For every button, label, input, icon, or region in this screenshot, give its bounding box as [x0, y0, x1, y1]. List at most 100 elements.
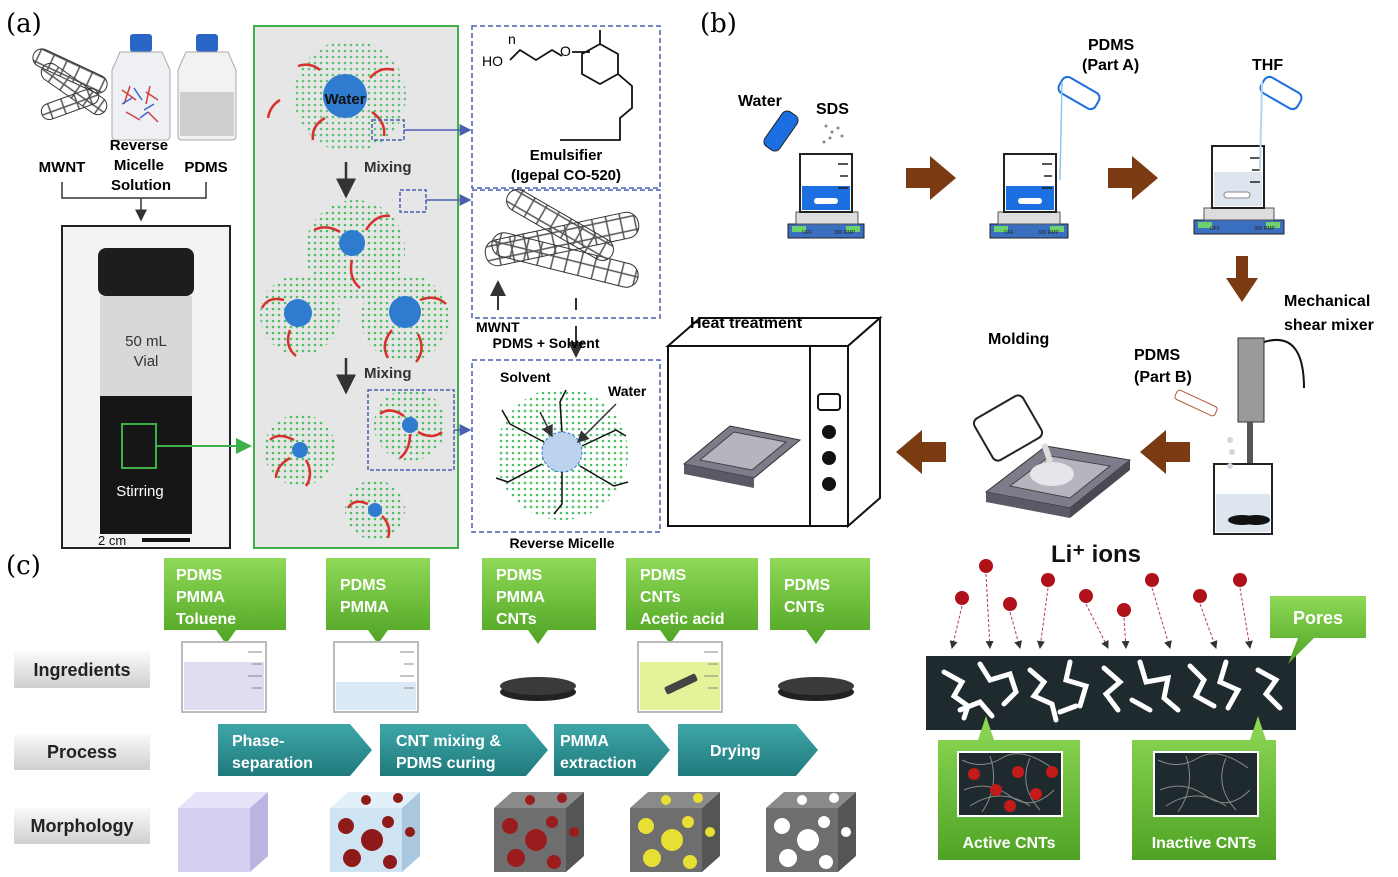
stirrer-off-2: OFF	[1004, 230, 1014, 236]
igepal-label: (Igepal CO-520)	[511, 167, 621, 184]
ingredient-4-3: Acetic acid	[640, 611, 724, 628]
process-step-4: Drying	[678, 724, 818, 776]
ingredient-1-2: PMMA	[176, 589, 225, 606]
process-1-line-1: Phase-	[232, 733, 284, 750]
pdms-part-b-label-1: PDMS	[1134, 347, 1181, 364]
molding-mold	[972, 394, 1132, 518]
mwnt-box-label: MWNT	[476, 319, 520, 335]
stirring-label: Stirring	[116, 483, 164, 500]
panel-c-letter: (c)	[6, 551, 41, 581]
svg-text:PDMS PMMA: PDMS PMMA	[340, 577, 391, 616]
svg-text:Phase- separation: Phase- separation	[232, 733, 313, 772]
ingredient-3-2: PMMA	[496, 589, 545, 606]
mixing-label-1: Mixing	[364, 159, 412, 176]
beaker-step-3	[1193, 75, 1303, 235]
flow-arrow-2	[1108, 156, 1158, 200]
ingredient-box-2: PDMS PMMA	[326, 558, 430, 644]
svg-text:PDMS CNTs Acet: PDMS CNTs Acetic acid	[640, 567, 724, 628]
pdms-part-b-label-2: (Part B)	[1134, 369, 1192, 386]
process-step-1: Phase- separation	[218, 724, 372, 776]
ingredient-2-2: PMMA	[340, 599, 389, 616]
panel-b-letter: (b)	[700, 9, 737, 39]
reverse-micelle-bottle-icon	[111, 34, 171, 141]
formula-n: n	[508, 31, 516, 47]
panel-c: (c) Ingredients Process Morphology PDMS …	[6, 541, 1366, 872]
reverse-micelle-box-label: Reverse Micelle	[509, 535, 614, 551]
morphology-cube-4	[630, 792, 720, 872]
reverse-micelle-box	[471, 359, 661, 533]
process-4-line-1: Drying	[710, 743, 761, 760]
reverse-micelle-label-1: Reverse	[110, 137, 168, 154]
process-step-3: PMMA extraction	[554, 724, 670, 776]
mixing-label-2: Mixing	[364, 365, 412, 382]
li-ions-particles	[949, 559, 1253, 649]
micelle-water-label: Water	[608, 383, 647, 399]
cnt-film-disc-2	[778, 677, 854, 701]
morphology-cube-3	[494, 792, 584, 872]
ingredient-box-4: PDMS CNTs Acetic acid	[626, 558, 758, 644]
molding-label: Molding	[988, 331, 1049, 348]
combine-bracket	[61, 182, 207, 220]
stirrer-off-3: OFF	[1210, 226, 1220, 232]
process-row-bg	[14, 734, 150, 770]
ingredient-beaker-2	[333, 641, 419, 713]
process-2-line-2: PDMS curing	[396, 755, 496, 772]
pores-callout: Pores	[1270, 596, 1366, 664]
pdms-part-a-label-1: PDMS	[1088, 37, 1135, 54]
flow-arrow-1	[906, 156, 956, 200]
svg-text:CNT mixing & PDMS curi: CNT mixing & PDMS curing	[396, 733, 505, 772]
ingredient-5-2: CNTs	[784, 599, 825, 616]
scale-bar	[142, 538, 190, 542]
water-core-label: Water	[324, 91, 365, 108]
svg-text:PDMS PMMA Tolu: PDMS PMMA Toluene	[176, 567, 236, 628]
water-label: Water	[738, 93, 782, 110]
ingredients-row-bg	[14, 652, 150, 688]
reverse-micelle-label-2: Micelle	[114, 157, 164, 174]
flow-arrow-5	[896, 430, 946, 474]
mwnt-box	[471, 189, 661, 319]
flow-arrow-4	[1140, 430, 1190, 474]
morphology-row-label: Morphology	[31, 816, 134, 836]
beaker-step-2	[989, 75, 1101, 239]
mechanical-label-2: shear mixer	[1284, 317, 1374, 334]
morphology-row-bg	[14, 808, 150, 844]
panel-a-letter: (a)	[6, 9, 42, 39]
stirrer-off-1: OFF	[802, 230, 812, 236]
mixing-panel	[253, 25, 459, 549]
porous-film	[926, 656, 1296, 730]
emulsifier-box	[471, 25, 661, 189]
li-ions-label: Li⁺ ions	[1051, 541, 1141, 568]
ingredient-1-1: PDMS	[176, 567, 223, 584]
process-1-line-2: separation	[232, 755, 313, 772]
ingredient-3-3: CNTs	[496, 611, 537, 628]
ingredients-row-label: Ingredients	[33, 660, 130, 680]
ingredient-2-1: PDMS	[340, 577, 387, 594]
ingredient-4-2: CNTs	[640, 589, 681, 606]
thf-label: THF	[1252, 57, 1283, 74]
svg-text:PDMS CNTs: PDMS CNTs	[784, 577, 835, 616]
flow-arrow-3	[1226, 256, 1258, 302]
beaker-step-1	[763, 110, 865, 239]
panel-b: (b) Water SDS OFF 300 RMP	[665, 9, 1374, 535]
process-3-line-2: extraction	[560, 755, 636, 772]
ingredient-box-5: PDMS CNTs	[770, 558, 870, 644]
inactive-cnts-callout: Inactive CNTs	[1132, 716, 1276, 860]
active-cnts-callout: Active CNTs	[938, 716, 1080, 860]
vial-name: Vial	[134, 353, 159, 370]
process-row-label: Process	[47, 742, 117, 762]
formula-o: O	[560, 43, 571, 59]
sds-label: SDS	[816, 101, 849, 118]
morphology-cube-5	[766, 792, 856, 872]
pdms-solvent-label: PDMS + Solvent	[493, 335, 600, 351]
process-2-line-1: CNT mixing &	[396, 733, 501, 750]
svg-text:PMMA extraction: PMMA extraction	[560, 733, 636, 772]
reverse-micelle-label: Reverse Micelle Solution	[110, 137, 173, 194]
pdms-bottle-icon	[177, 34, 237, 141]
ingredient-box-1: PDMS PMMA Toluene	[164, 558, 286, 644]
pdms-label: PDMS	[184, 159, 227, 176]
ingredient-4-1: PDMS	[640, 567, 687, 584]
stirrer-rpm-1: 300 RMP	[834, 230, 856, 236]
reverse-micelle-label-3: Solution	[111, 177, 171, 194]
process-step-2: CNT mixing & PDMS curing	[380, 724, 548, 776]
